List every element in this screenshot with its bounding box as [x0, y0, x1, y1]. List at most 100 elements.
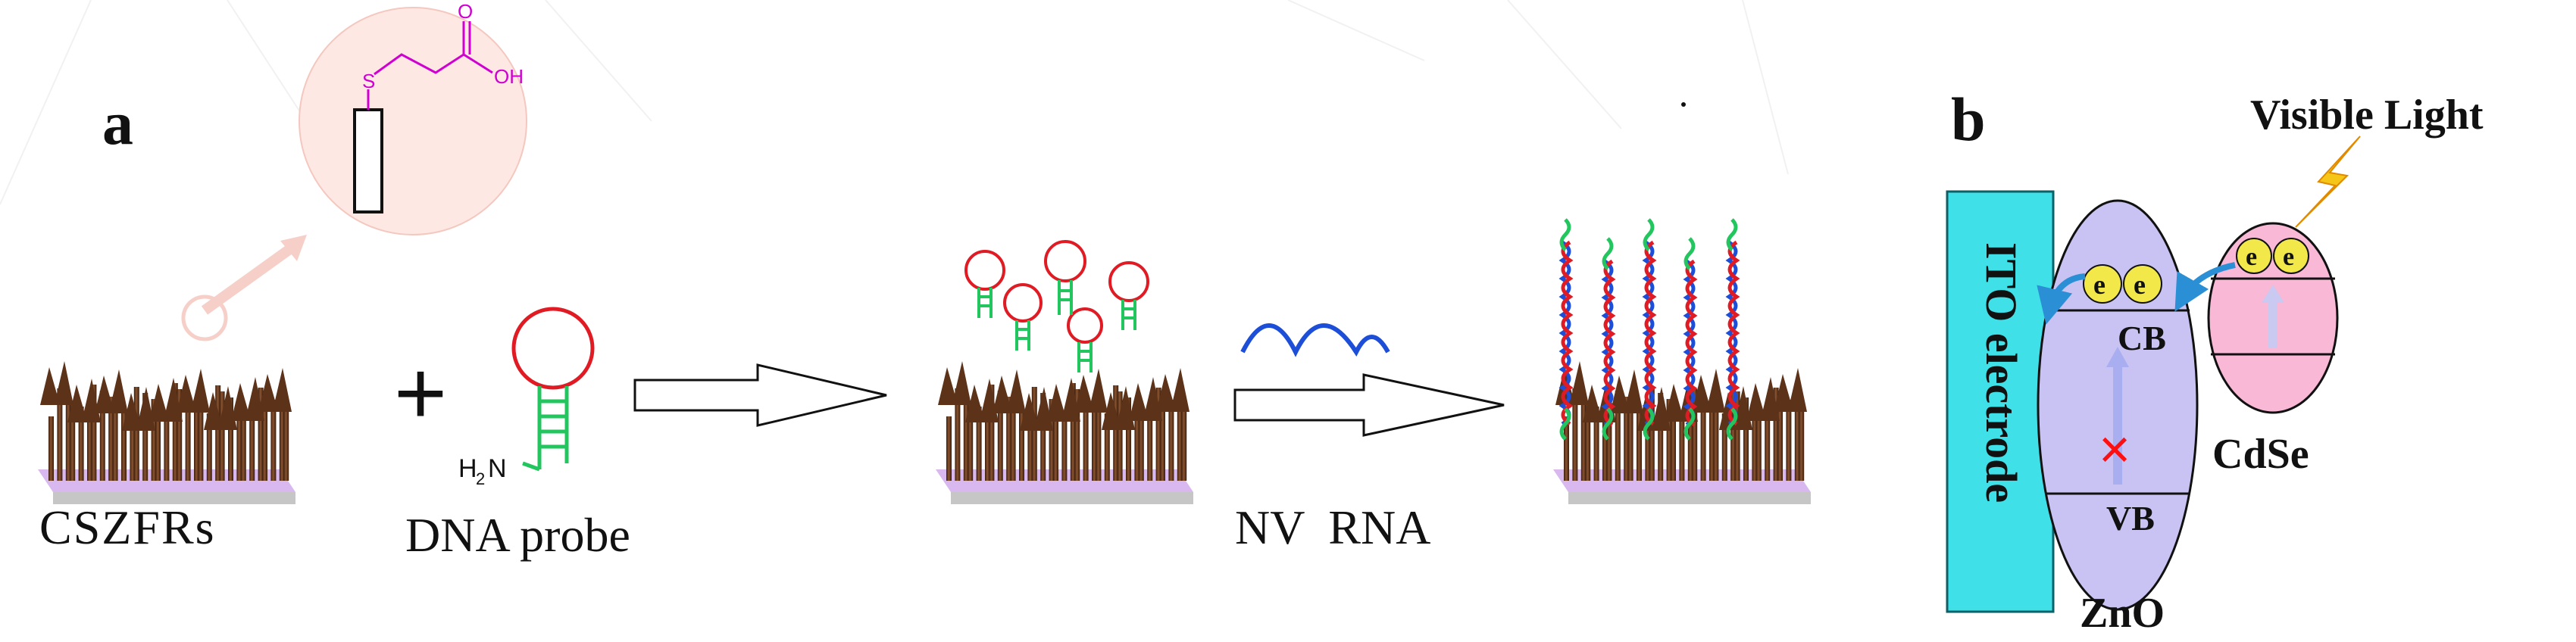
nanorod — [270, 400, 277, 481]
nanorod — [1113, 385, 1119, 481]
nanorod-substrate-1 — [38, 361, 295, 504]
hybridized-duplexes — [1558, 218, 1740, 441]
nanorod — [155, 405, 161, 481]
nanorod — [1031, 387, 1037, 481]
transfer-arrow-zno-to-ito — [2037, 273, 2086, 325]
immobilized-probes — [964, 240, 1149, 372]
nanorod — [1092, 401, 1097, 481]
stray-dot — [1681, 102, 1686, 107]
duplex-strand — [1725, 240, 1738, 426]
nanorod — [1061, 411, 1068, 481]
nanorod — [70, 400, 76, 481]
nanorod — [1070, 383, 1076, 481]
panel-b: b Visible Light ITO electrode CB VB × Zn… — [1946, 85, 2484, 637]
nanorod — [194, 401, 199, 481]
amine-label-n: N — [488, 454, 507, 483]
nanorod — [1606, 385, 1612, 481]
nanorod-flower — [204, 386, 237, 430]
nanorod — [108, 397, 114, 481]
nanorod — [1687, 383, 1693, 481]
blocked-transition-mark: × — [2099, 419, 2131, 480]
duplex-strand — [1683, 259, 1696, 427]
nanorod-flower — [938, 361, 971, 405]
nanorod-flower — [1719, 386, 1752, 430]
nanorod — [279, 406, 285, 481]
nanorod — [1692, 389, 1698, 481]
nanorod — [240, 410, 246, 481]
nanorod — [206, 413, 212, 481]
nanorod — [1181, 412, 1187, 481]
nanorod — [1627, 403, 1633, 481]
plus-sign: + — [394, 342, 447, 444]
nanorod — [121, 409, 127, 481]
duplex-strand — [1642, 240, 1655, 426]
nanorod — [955, 388, 961, 481]
nanorod — [985, 413, 990, 481]
nanorod — [172, 383, 178, 481]
nanorod-flower — [1102, 386, 1135, 430]
nanorod — [283, 412, 289, 481]
nanorod — [48, 416, 54, 481]
electron-label-1: e — [2093, 270, 2106, 300]
nanorod — [1671, 405, 1676, 481]
nanorod — [1666, 399, 1672, 481]
nanorod — [1572, 388, 1578, 481]
nanorod-flower — [1020, 387, 1053, 431]
nanorod — [198, 407, 204, 481]
nanorod-flower — [993, 369, 1026, 413]
nanorod — [963, 394, 969, 481]
nanorod — [1138, 410, 1144, 481]
nanorod — [1177, 406, 1183, 481]
mpa-molecule — [367, 21, 493, 110]
nanorod — [1794, 406, 1800, 481]
nanorod — [1734, 391, 1740, 481]
zno-label: ZnO — [2080, 590, 2165, 637]
nanorod — [1645, 415, 1651, 481]
nanorod — [1074, 389, 1080, 481]
nanorod — [1117, 391, 1123, 481]
nanorod — [1755, 410, 1762, 481]
nanorod-icon — [353, 108, 383, 213]
duplex-strand — [1685, 259, 1698, 427]
zoom-origin-circle — [181, 295, 228, 341]
duplex-stem — [1559, 218, 1571, 441]
nanorod — [1027, 415, 1033, 481]
nanorod — [91, 385, 97, 481]
nanorod-flower — [149, 378, 183, 422]
nanorod-flower — [1774, 368, 1807, 412]
mpa-sulfur-label: S — [362, 70, 375, 92]
nanorod — [1155, 388, 1161, 481]
nanorod-substrate-3 — [1553, 361, 1811, 504]
nanorod-flower — [1074, 369, 1108, 413]
duplex-stem — [1602, 237, 1614, 441]
nanorod — [130, 415, 136, 481]
nanorod — [228, 397, 233, 481]
dna-probe-hairpin: H 2 N — [458, 307, 595, 488]
nanorod — [1053, 405, 1058, 481]
nanorod — [1010, 403, 1016, 481]
duplex-strand — [1601, 259, 1614, 427]
nanorod — [1730, 385, 1737, 481]
nanorod — [1721, 413, 1727, 481]
target-label: NV RNA — [1235, 500, 1430, 554]
nanorod — [112, 403, 118, 481]
nanorod — [1147, 416, 1153, 481]
nanorod — [87, 413, 92, 481]
duplex-stem — [1643, 218, 1655, 441]
probe-loop — [511, 307, 595, 390]
lightning-bolt — [2295, 136, 2361, 228]
electron-label-3: e — [2246, 243, 2257, 271]
nanorod — [1752, 404, 1758, 481]
duplex-strand — [1558, 240, 1571, 426]
nanorod — [215, 385, 221, 481]
zoom-pointer-arrow — [201, 238, 303, 315]
nanorod — [1602, 413, 1608, 481]
nanorod — [65, 394, 71, 481]
nanorod-flower — [1610, 369, 1643, 413]
panel-b-label: b — [1951, 85, 1986, 154]
mpa-hydroxyl-label: OH — [494, 65, 524, 88]
nanorod — [1777, 394, 1783, 481]
nanorod — [177, 389, 183, 481]
nanorod — [1624, 397, 1630, 481]
visible-light-label: Visible Light — [2250, 92, 2484, 139]
